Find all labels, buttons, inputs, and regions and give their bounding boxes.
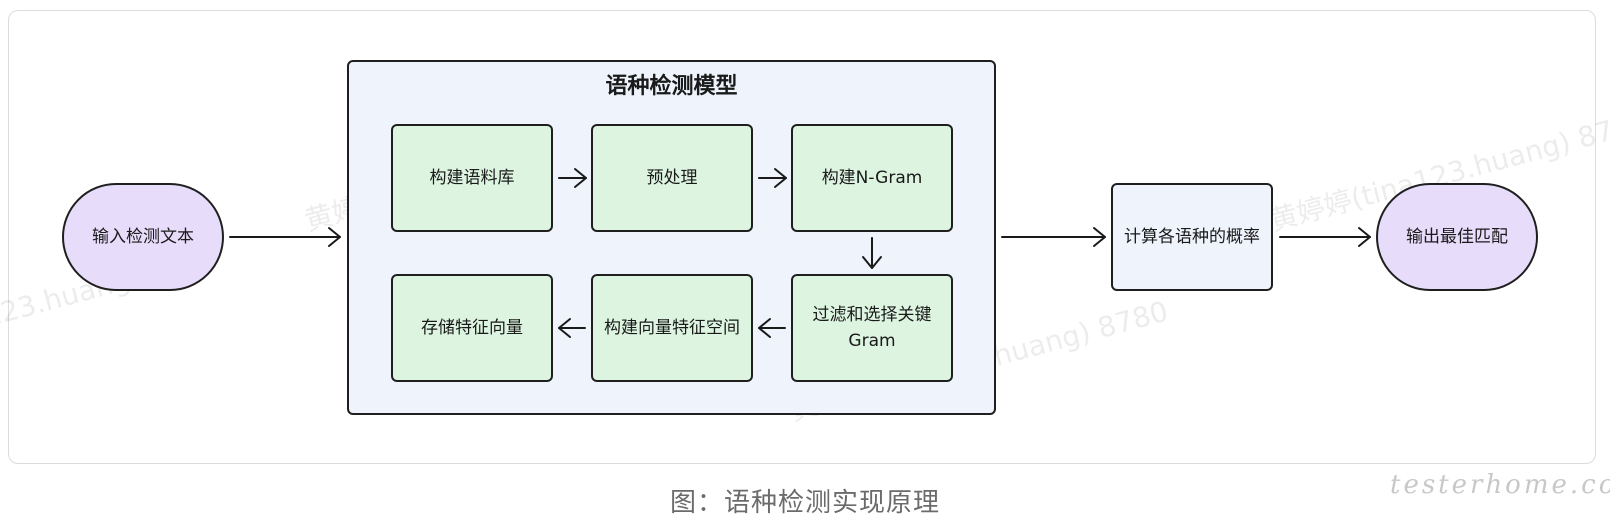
figure-caption: 图：语种检测实现原理: [669, 488, 940, 518]
node-preprocess: 预处理: [591, 124, 753, 232]
node-build-vector-space: 构建向量特征空间: [591, 274, 753, 382]
group-title: 语种检测模型: [605, 74, 738, 99]
brand-logo: testerhome.com: [1390, 470, 1610, 500]
node-filter-gram: 过滤和选择关键Gram: [791, 274, 953, 382]
node-build-ngram: 构建N-Gram: [791, 124, 953, 232]
node-build-corpus: 构建语料库: [391, 124, 553, 232]
node-input-text: 输入检测文本: [62, 183, 224, 291]
node-calc-probability: 计算各语种的概率: [1111, 183, 1273, 291]
node-store-vectors: 存储特征向量: [391, 274, 553, 382]
node-output-best-match: 输出最佳匹配: [1376, 183, 1538, 291]
